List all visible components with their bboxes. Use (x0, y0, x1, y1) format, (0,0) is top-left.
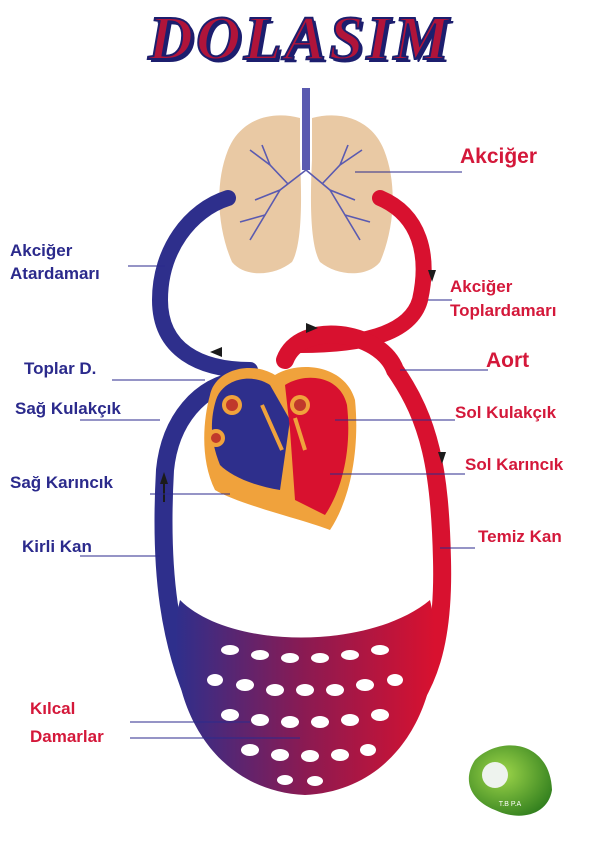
label-kirli-kan: Kirli Kan (22, 537, 92, 556)
label-kilcal-line2: Damarlar (30, 727, 104, 746)
lungs (219, 88, 393, 274)
label-sag-kulakcik: Sağ Kulakçık (15, 399, 121, 418)
page-title: DOLASIM (147, 4, 452, 74)
capillary-bed (175, 600, 435, 795)
trachea (302, 88, 310, 170)
label-aort: Aort (486, 349, 530, 372)
label-sol-kulakcik: Sol Kulakçık (455, 403, 557, 422)
label-akciger-toplardamari-line1: Akciğer (450, 277, 513, 296)
label-sol-karincik: Sol Karıncık (465, 455, 564, 474)
bronchial-tree (239, 92, 371, 241)
logo-text: T.B P.A (499, 801, 522, 808)
heart (204, 367, 357, 530)
pulmonary-artery (151, 190, 258, 378)
label-temiz-kan: Temiz Kan (478, 527, 562, 546)
leader-lines (80, 171, 488, 739)
label-kilcal-line1: Kılcal (30, 699, 76, 718)
flow-arrows (160, 270, 446, 502)
label-toplar-d: Toplar D. (24, 359, 97, 378)
label-akciger-atardamari-line2: Atardamarı (10, 264, 100, 283)
label-akciger-toplardamari-line2: Toplardamarı (450, 301, 557, 320)
label-akciger-atardamari-line1: Akciğer (10, 241, 73, 260)
label-akciger: Akciğer (460, 145, 538, 168)
publisher-logo: T.B P.A (468, 745, 552, 816)
label-sag-karincik: Sağ Karıncık (10, 473, 113, 492)
